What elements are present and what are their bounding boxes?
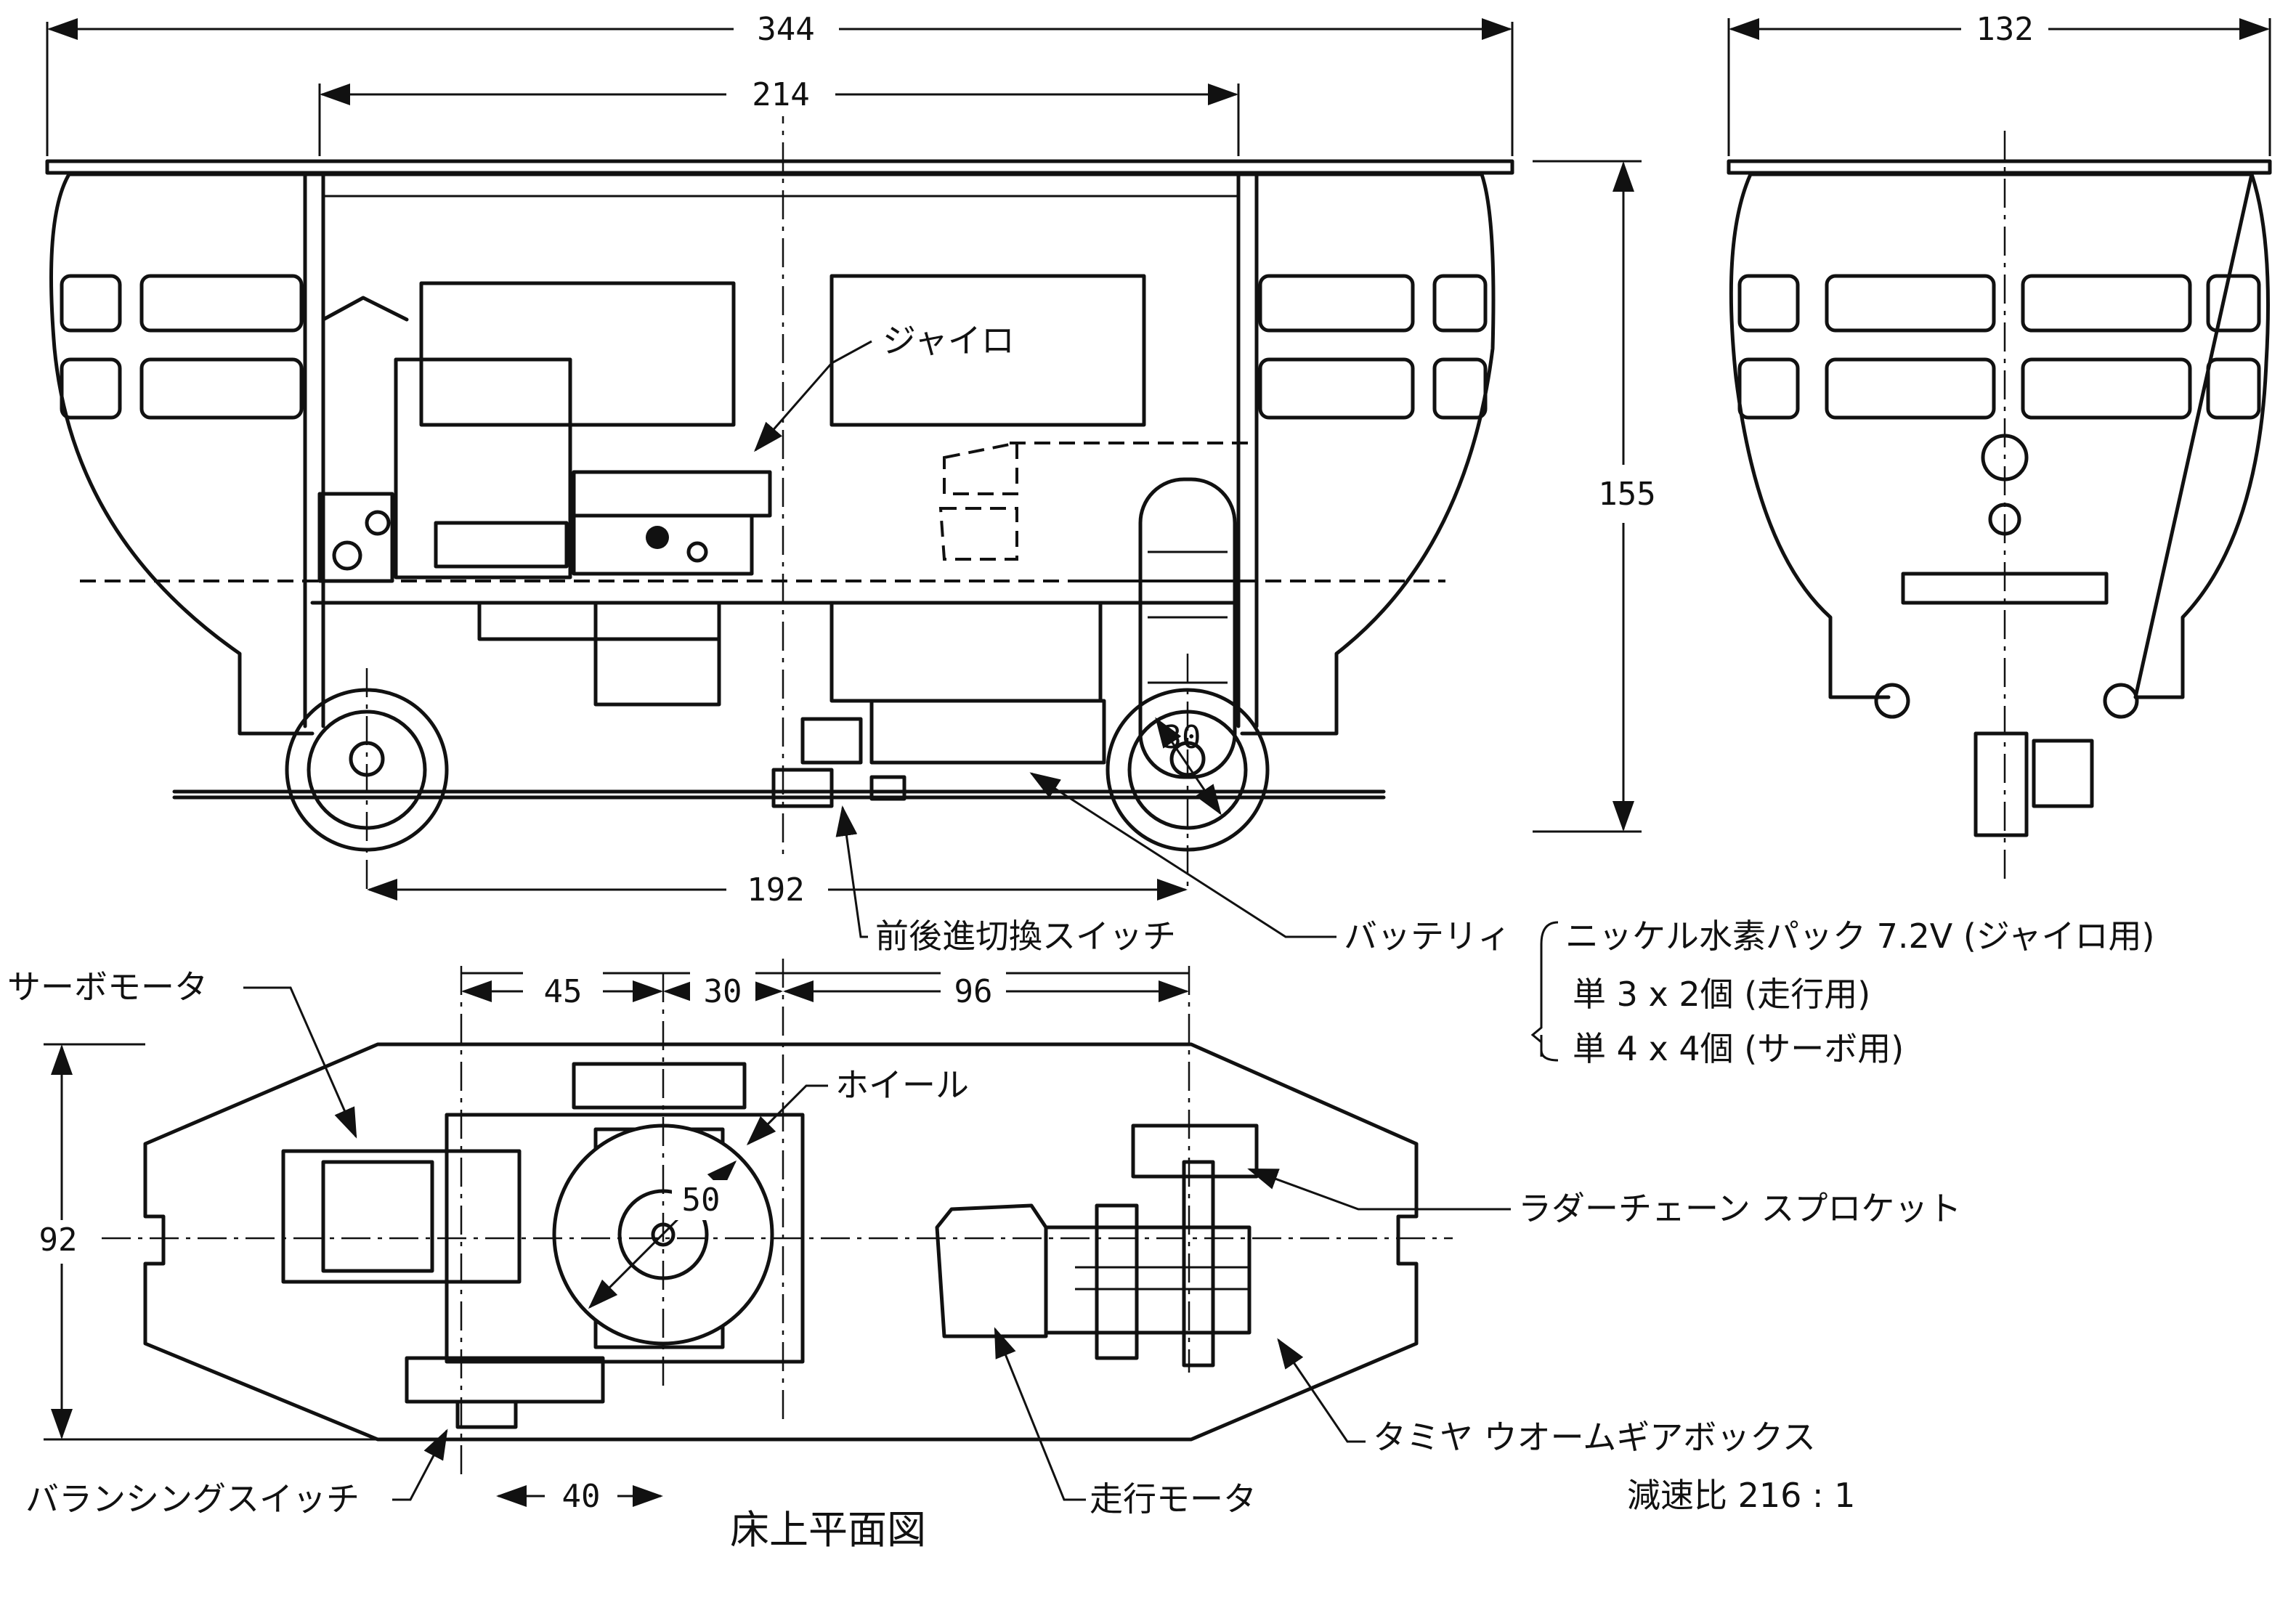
dim-width: 132 xyxy=(1976,11,2033,48)
label-rudder-sprocket: ラダーチェーン スプロケット xyxy=(1518,1189,1961,1228)
dim-wheelbase: 192 xyxy=(747,871,804,909)
label-battery: バッテリィ xyxy=(1344,917,1511,956)
dim-96: 96 xyxy=(954,973,993,1010)
label-wheel: ホイール xyxy=(835,1065,969,1105)
leader-lines xyxy=(243,340,1559,1501)
dim-92: 92 xyxy=(39,1222,78,1259)
dim-45: 45 xyxy=(544,973,583,1010)
floor-plan xyxy=(102,959,1453,1482)
label-servo-motor: サーボモータ xyxy=(7,967,208,1007)
side-view xyxy=(45,94,1514,893)
dimension-labels: 344 214 132 155 192 30 45 30 96 92 50 40 xyxy=(25,7,2048,1518)
label-floor-plan-title: 床上平面図 xyxy=(730,1507,926,1553)
dim-wheel-50: 50 xyxy=(682,1182,721,1219)
label-balance-switch: バランシングスイッチ xyxy=(25,1479,360,1519)
dim-inner-length: 214 xyxy=(752,76,809,113)
dim-40: 40 xyxy=(562,1478,601,1515)
end-view xyxy=(1727,131,2272,886)
label-fr-switch: 前後進切換スイッチ xyxy=(875,917,1176,956)
battery-spec-2: 単 3 x 2個 (走行用) xyxy=(1573,975,1870,1014)
battery-spec-3: 単 4 x 4個 (サーボ用) xyxy=(1573,1029,1904,1068)
dimension-lines xyxy=(44,17,2271,1507)
battery-spec-1: ニッケル水素パック 7.2V (ジャイロ用) xyxy=(1565,917,2154,956)
dim-30: 30 xyxy=(704,973,742,1010)
dim-sprocket: 30 xyxy=(1163,719,1201,756)
label-drive-motor: 走行モータ xyxy=(1090,1479,1257,1519)
label-gyro: ジャイロ xyxy=(883,321,1015,360)
label-gear-ratio: 減速比 216 : 1 xyxy=(1627,1476,1855,1515)
dim-overall-length: 344 xyxy=(757,11,814,48)
label-gearbox: タミヤ ウオームギアボックス xyxy=(1373,1418,1816,1457)
dim-height: 155 xyxy=(1598,476,1655,513)
component-labels: ジャイロ 前後進切換スイッチ バッテリィ ニッケル水素パック 7.2V (ジャイ… xyxy=(7,321,2154,1553)
